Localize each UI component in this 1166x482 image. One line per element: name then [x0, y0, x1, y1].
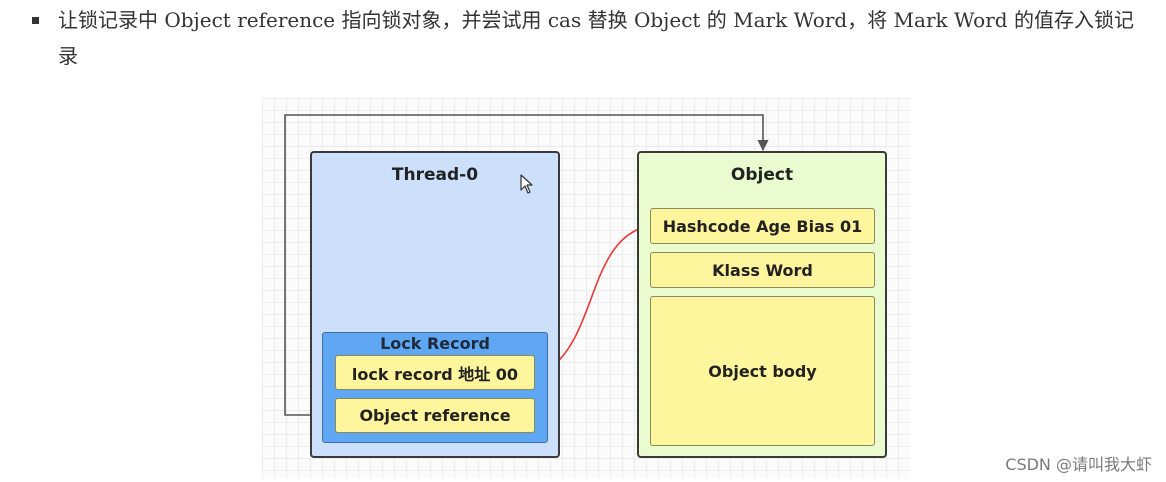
thread-title: Thread-0 [391, 165, 479, 185]
bullet-marker [32, 17, 39, 24]
instruction-text: 让锁记录中 Object reference 指向锁对象，并尝试用 cas 替换… [58, 8, 1134, 68]
object-reference-cell: Object reference [335, 398, 535, 433]
mark-word-cell: Hashcode Age Bias 01 [650, 208, 875, 244]
klass-word-cell: Klass Word [650, 252, 875, 288]
watermark: CSDN @请叫我大虾 [1005, 455, 1152, 474]
object-title: Object [730, 165, 794, 185]
mouse-pointer-icon [520, 174, 533, 194]
lock-record-address-cell: lock record 地址 00 [335, 355, 535, 390]
object-reference-arrow [284, 114, 769, 416]
object-body-cell: Object body [650, 296, 875, 446]
cas-swap-arrow [536, 222, 650, 381]
lock-record-title: Lock Record [380, 334, 490, 353]
